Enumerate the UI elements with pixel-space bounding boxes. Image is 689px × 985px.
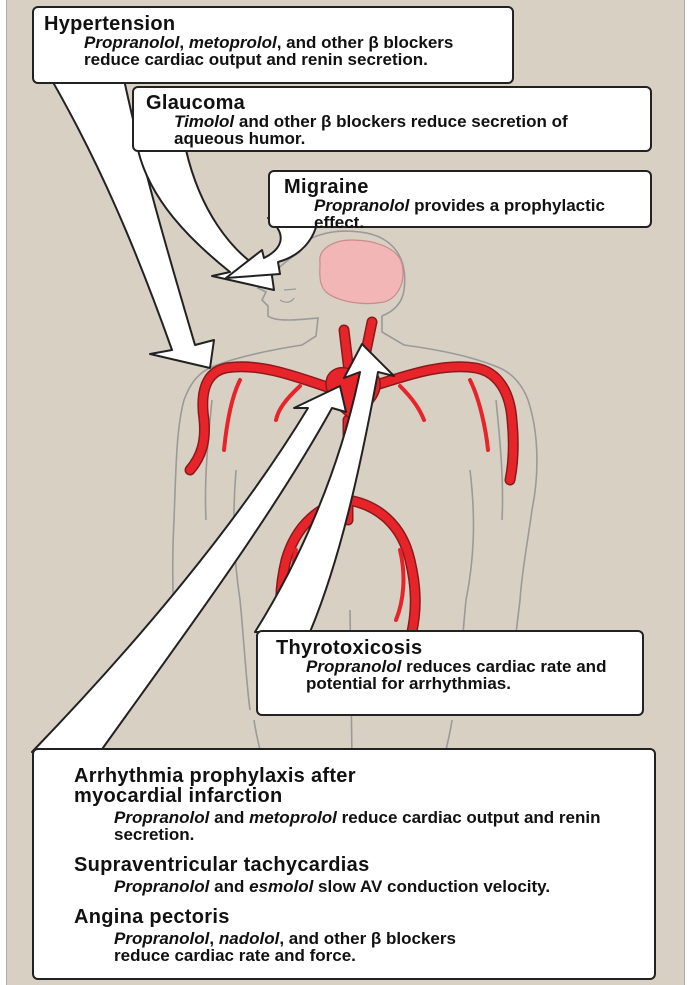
callout-migraine: Migraine Propranolol provides a prophyla… — [268, 170, 652, 228]
angina-title: Angina pectoris — [74, 907, 636, 927]
hypertension-text: Propranolol, metoprolol, and other β blo… — [84, 34, 502, 68]
connector-text: and — [209, 808, 249, 827]
glaucoma-description: and other β blockers reduce secretion of… — [174, 112, 568, 148]
thyrotoxicosis-text: Propranolol reduces cardiac rate and pot… — [306, 658, 624, 692]
section-arrhythmia: Arrhythmia prophylaxis after myocardial … — [74, 766, 636, 843]
svt-description: slow AV conduction velocity. — [313, 877, 550, 896]
glaucoma-title: Glaucoma — [146, 93, 638, 113]
svt-title: Supraventricular tachycardias — [74, 855, 636, 875]
drug-esmolol: esmolol — [249, 877, 313, 896]
callout-glaucoma: Glaucoma Timolol and other β blockers re… — [132, 86, 652, 152]
arrhythmia-text: Propranolol and metoprolol reduce cardia… — [114, 809, 636, 843]
callout-hypertension: Hypertension Propranolol, metoprolol, an… — [32, 6, 514, 84]
brain — [320, 240, 403, 304]
callout-thyrotoxicosis: Thyrotoxicosis Propranolol reduces cardi… — [256, 630, 644, 716]
callout-cardiac-indications: Arrhythmia prophylaxis after myocardial … — [32, 748, 656, 980]
section-angina: Angina pectoris Propranolol, nadolol, an… — [74, 907, 636, 964]
face-detail — [280, 289, 296, 302]
migraine-title: Migraine — [284, 177, 636, 197]
drug-metoprolol: metoprolol — [249, 808, 337, 827]
angina-text: Propranolol, nadolol, and other β blocke… — [114, 930, 494, 964]
hypertension-title: Hypertension — [44, 14, 502, 34]
migraine-text: Propranolol provides a prophylactic effe… — [314, 197, 636, 231]
arrhythmia-title: Arrhythmia prophylaxis after myocardial … — [74, 766, 434, 806]
section-svt: Supraventricular tachycardias Propranolo… — [74, 855, 636, 895]
svt-text: Propranolol and esmolol slow AV conducti… — [114, 878, 636, 895]
connector-text: and — [209, 877, 249, 896]
glaucoma-text: Timolol and other β blockers reduce secr… — [174, 113, 638, 147]
drug-propranolol: Propranolol — [114, 877, 209, 896]
thyrotoxicosis-title: Thyrotoxicosis — [276, 638, 624, 658]
